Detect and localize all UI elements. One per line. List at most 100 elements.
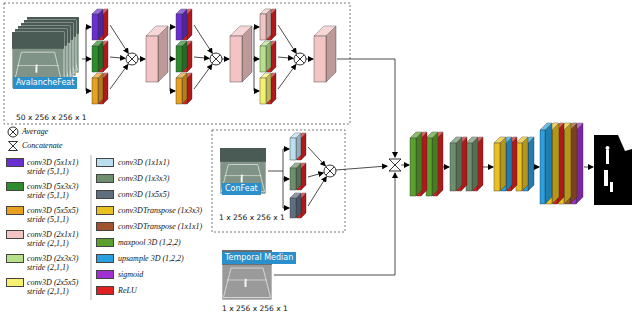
layer-front <box>540 130 545 204</box>
concatenate-symbol <box>9 142 18 151</box>
layer-highlight <box>290 133 301 138</box>
layer-top <box>230 26 252 36</box>
flow-arrow <box>278 57 293 58</box>
layer-side <box>98 9 103 40</box>
layer-side <box>98 73 103 104</box>
layer-shade <box>456 137 462 191</box>
flow-arrow <box>170 91 175 92</box>
mask-player <box>610 182 613 192</box>
layer-highlight <box>290 193 301 198</box>
flow-arrow <box>283 208 289 209</box>
concatenate-symbol <box>389 159 401 171</box>
layer-top <box>260 9 271 14</box>
layer-top <box>176 9 187 14</box>
mask-player <box>604 170 608 186</box>
layer-front <box>146 36 158 82</box>
player <box>245 281 247 287</box>
flow-arrow <box>534 167 539 168</box>
player-head <box>35 64 37 66</box>
layer-side <box>432 132 438 196</box>
layer-shade <box>528 137 534 191</box>
layer-highlight <box>260 73 271 78</box>
flow-arrow <box>194 25 212 53</box>
legend-label: maxpool 3D (1,2,2) <box>118 238 181 247</box>
layer-front <box>290 138 296 160</box>
dimension-label: 1 x 256 x 256 x 1 <box>219 213 285 222</box>
layer-front <box>314 36 326 82</box>
layer-front <box>494 143 500 191</box>
layer-highlight <box>450 137 462 143</box>
layer-highlight <box>146 26 168 36</box>
layer-top <box>92 73 103 78</box>
legend-swatch <box>96 270 114 279</box>
dimension-label: 1 x 256 x 256 x 1 <box>222 304 288 313</box>
flow-arrow <box>306 59 313 60</box>
flow-arrow <box>194 57 209 58</box>
layer-front <box>92 14 98 40</box>
legend-label: conv3D (5x3x3) stride (5,1,1) <box>27 182 87 200</box>
layer-side <box>552 123 559 204</box>
layer-side <box>528 137 534 191</box>
legend-label: sigmoid <box>118 270 143 279</box>
flow-arrow <box>222 59 229 60</box>
layer-top <box>176 73 187 78</box>
layer-shade <box>182 73 187 104</box>
layer-highlight <box>540 123 552 130</box>
layer-shade <box>500 137 506 191</box>
layer-front <box>176 14 182 40</box>
layer-side <box>506 137 512 191</box>
flow-line <box>82 59 86 60</box>
layer-top <box>410 132 422 138</box>
legend-label: Average <box>22 127 48 136</box>
average-symbol <box>126 53 138 65</box>
layer-shade <box>182 41 187 72</box>
layer-front <box>92 46 98 72</box>
layer-highlight <box>92 9 103 14</box>
layer-front <box>92 78 98 104</box>
layer-highlight <box>516 137 528 143</box>
legend-label: conv3D (2x3x3) stride (2,1,1) <box>27 254 87 272</box>
legend-swatch <box>96 254 114 263</box>
layer-side <box>456 137 462 191</box>
layer-highlight <box>314 26 336 36</box>
flow-line <box>337 59 395 60</box>
flow-arrow <box>86 91 91 92</box>
layer-highlight <box>260 41 271 46</box>
layer-shade <box>187 41 192 72</box>
feature-label: AvalancheFeat <box>13 77 77 89</box>
average-symbol-cross <box>128 55 136 63</box>
layer-shade <box>522 137 528 191</box>
layer-shade <box>564 123 571 204</box>
layer-side <box>522 137 528 191</box>
layer-front <box>410 138 416 196</box>
flow-arrow <box>194 65 212 89</box>
average-symbol-cross <box>10 129 17 136</box>
mask-region <box>618 135 632 151</box>
layer-shade <box>187 73 192 104</box>
average-symbol-cross <box>326 167 334 175</box>
layer-side <box>500 137 506 191</box>
flow-arrow <box>336 166 387 170</box>
feature-name: ConFeat <box>225 184 258 193</box>
flow-arrow <box>110 57 125 58</box>
layer-highlight <box>176 73 187 78</box>
average-symbol-cross <box>10 129 17 136</box>
legend-swatch <box>6 254 24 263</box>
layer-shade <box>266 9 271 40</box>
layer-side <box>182 41 187 72</box>
player <box>35 67 37 73</box>
layer-side <box>187 73 192 104</box>
flow-arrow <box>254 91 259 92</box>
layer-shade <box>103 73 108 104</box>
average-symbol <box>294 53 306 65</box>
legend-label: conv3D (2x5x5) stride (2,1,1) <box>27 278 87 296</box>
flow-arrow <box>395 173 396 275</box>
legend-swatch <box>6 158 24 167</box>
flow-arrow <box>308 173 323 177</box>
flow-line <box>274 275 395 276</box>
layer-side <box>187 9 192 40</box>
flow-arrow <box>110 65 128 89</box>
court-net <box>227 280 267 281</box>
flow-line <box>283 149 284 208</box>
